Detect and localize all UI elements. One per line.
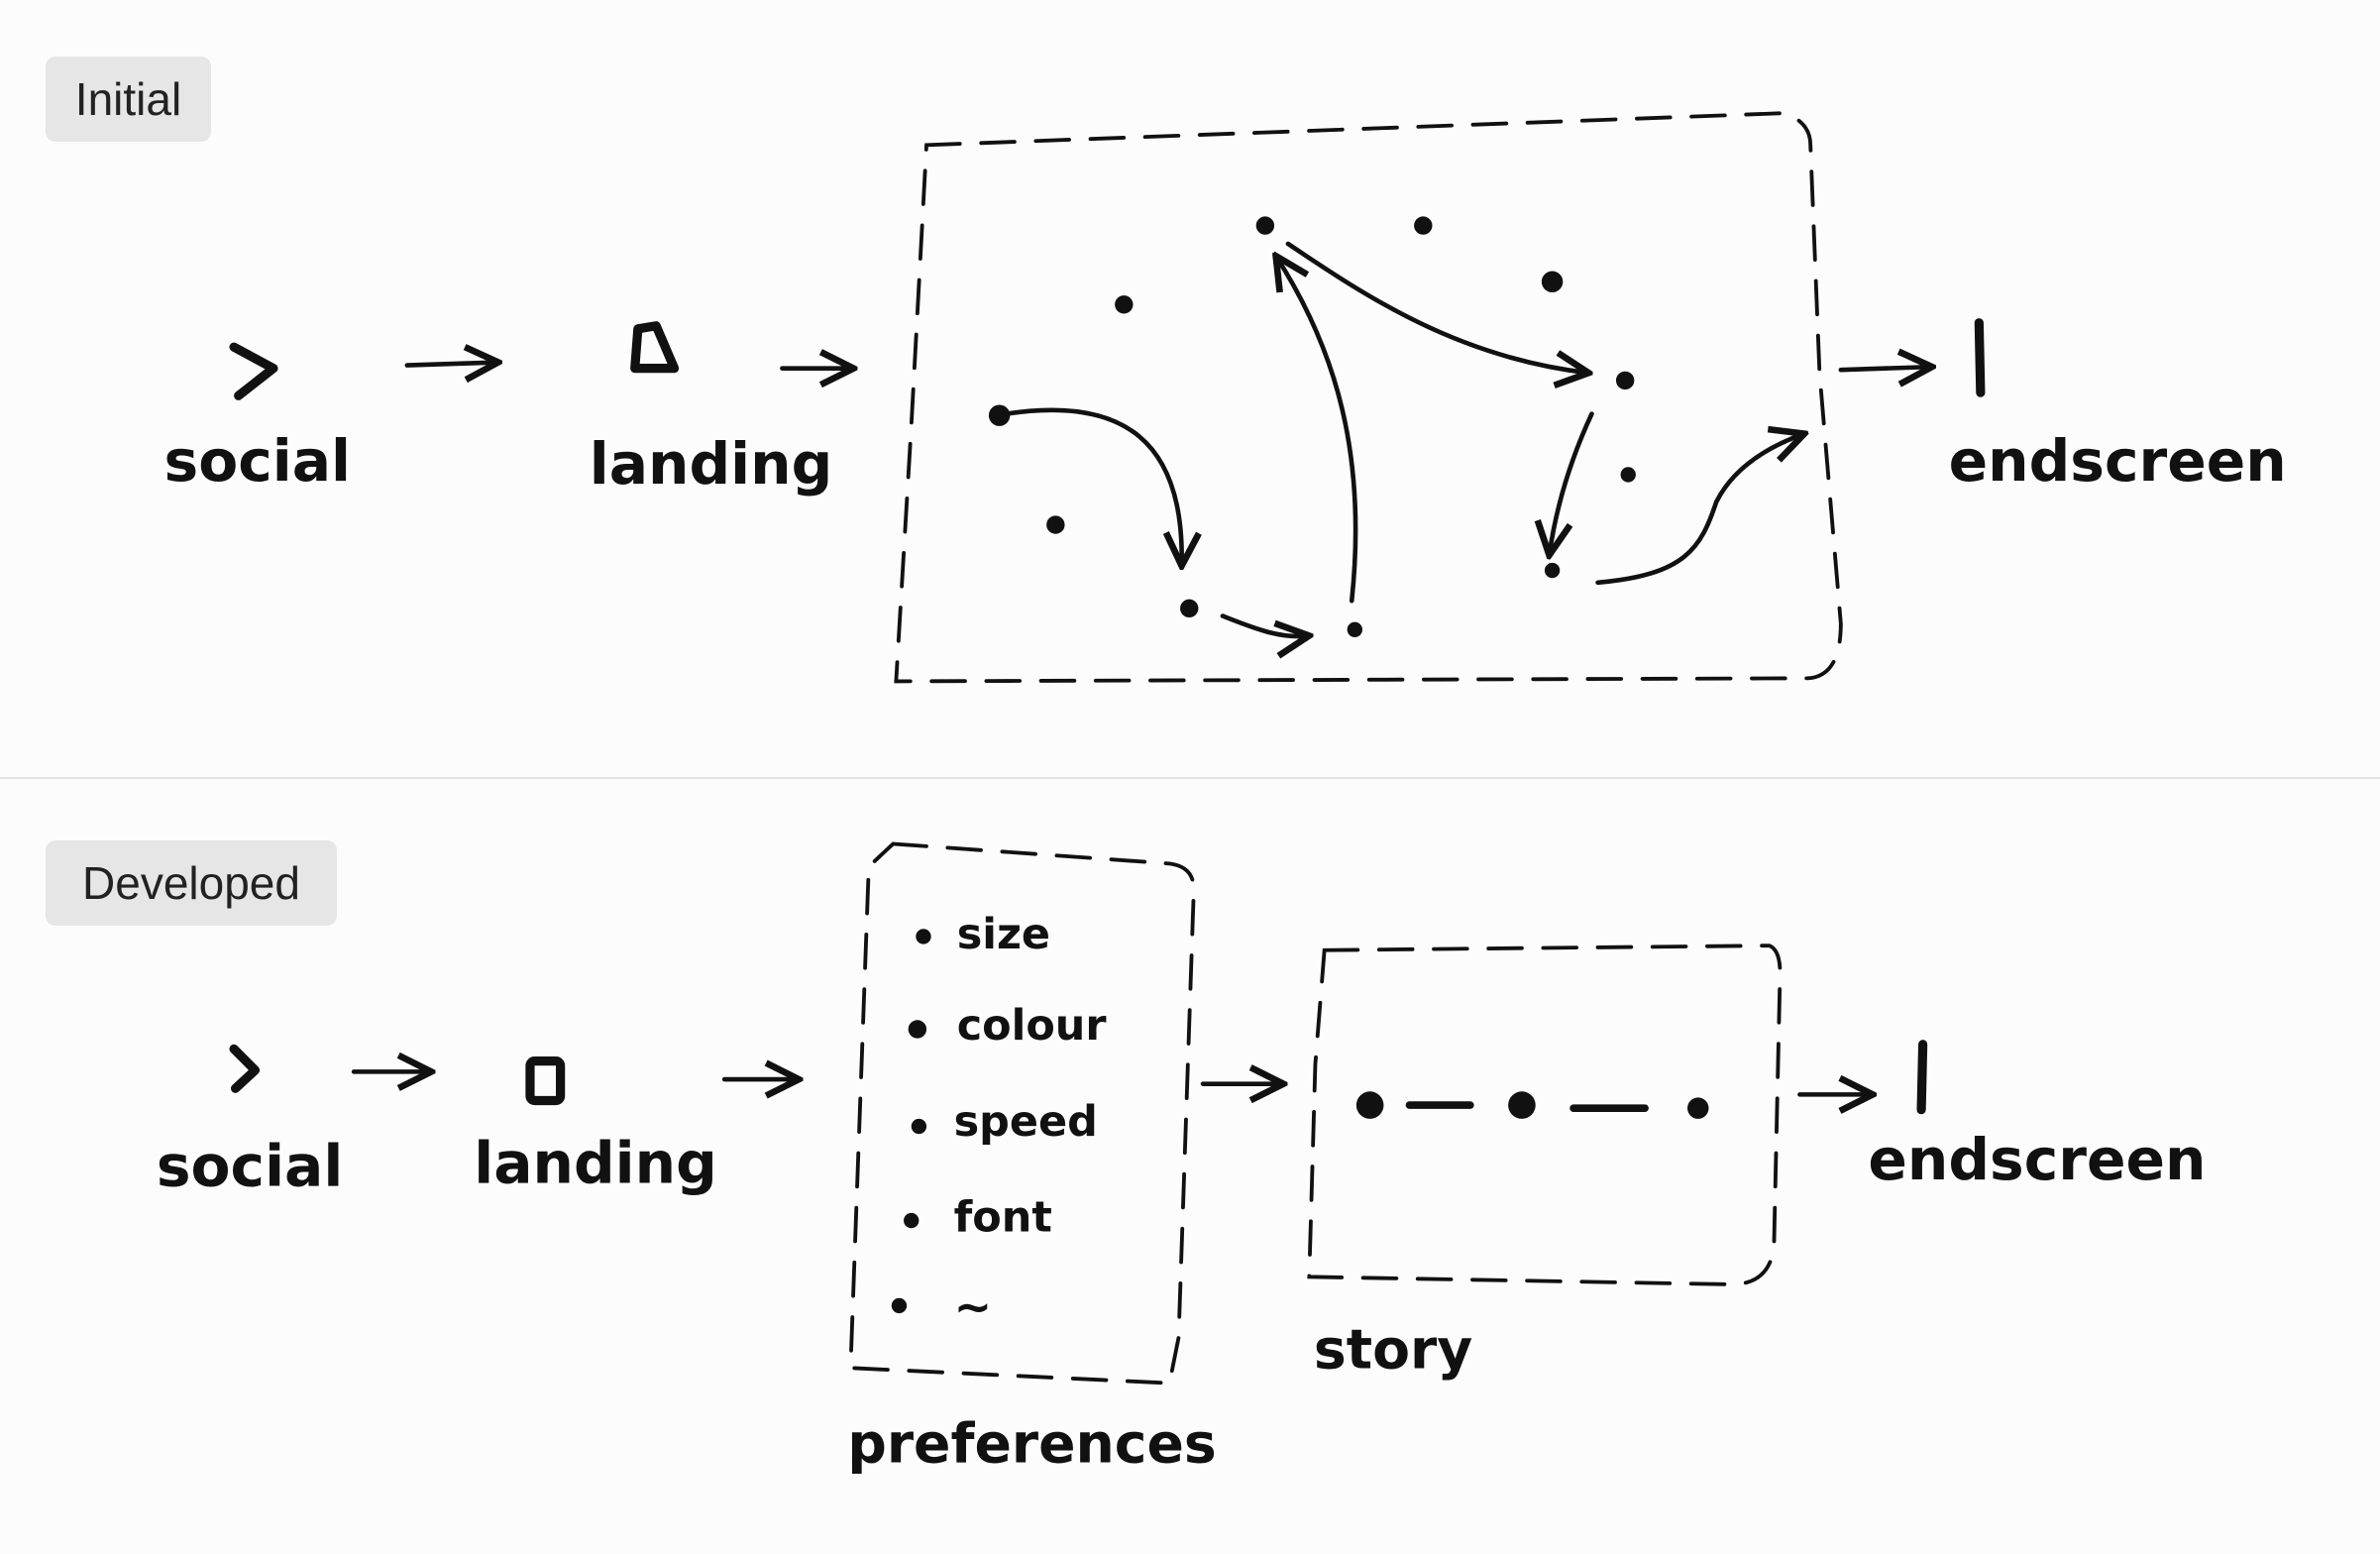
endscreen-icon: [1916, 1040, 1928, 1115]
endscreen-icon: [1974, 318, 1986, 397]
node-label-social: social: [157, 1132, 343, 1199]
preferences-box: [848, 841, 1196, 1386]
story-box: [1307, 944, 1783, 1286]
node-label-story: story: [1314, 1318, 1472, 1382]
node-label-landing: landing: [590, 430, 833, 498]
preference-item: colour: [957, 1001, 1108, 1051]
section-divider: [0, 777, 2380, 779]
landing-icon: [630, 321, 680, 374]
node-label-endscreen: endscreen: [1949, 427, 2287, 495]
node-label-preferences: preferences: [847, 1412, 1216, 1476]
preference-item: ~: [954, 1279, 993, 1333]
section-label-initial: Initial: [46, 56, 211, 142]
flow-arrows: [1003, 241, 1804, 636]
node-label-social: social: [164, 427, 351, 495]
section-label-developed: Developed: [46, 840, 337, 926]
arrow-box-endscreen: [1838, 367, 1932, 370]
arrow-social-landing: [404, 363, 498, 366]
developed-flow: social landing size colour speed font ~ …: [157, 841, 2206, 1476]
exploration-box: [894, 111, 1843, 684]
social-icon: [229, 1044, 261, 1093]
initial-flow: social landing endscr: [164, 111, 2287, 684]
preference-item: size: [957, 910, 1050, 959]
landing-icon: [525, 1056, 566, 1106]
preference-item: speed: [954, 1097, 1098, 1147]
scattered-nodes: [988, 216, 1636, 637]
preferences-list: size colour speed font ~: [891, 910, 1108, 1333]
story-sequence: [1355, 1091, 1709, 1119]
node-label-landing: landing: [474, 1129, 717, 1196]
social-icon: [229, 342, 278, 400]
node-label-endscreen: endscreen: [1868, 1126, 2206, 1193]
preference-item: font: [954, 1192, 1052, 1242]
